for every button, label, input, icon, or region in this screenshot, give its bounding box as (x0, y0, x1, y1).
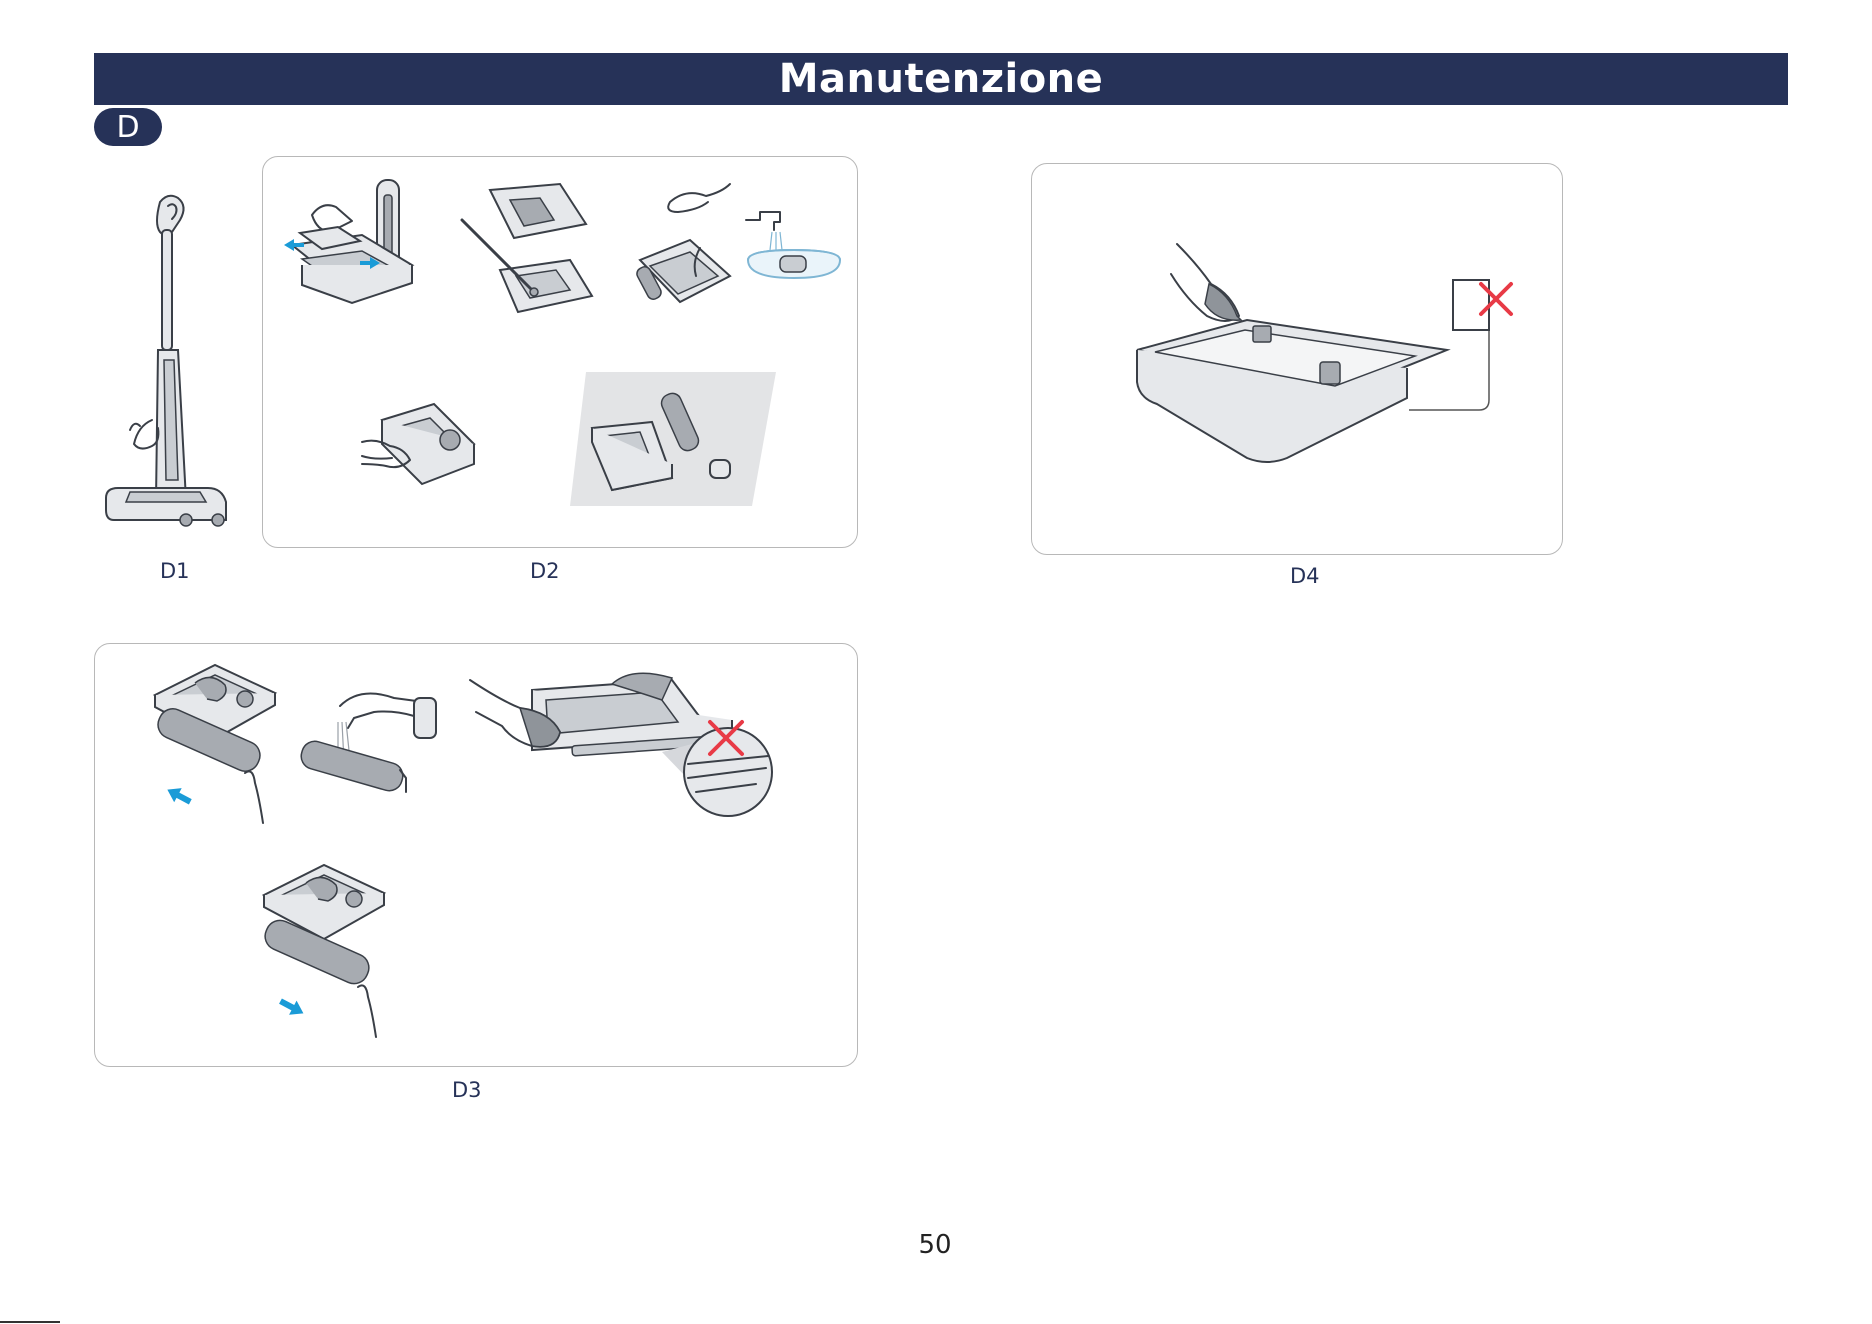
figure-label-d4: D4 (1290, 564, 1320, 588)
d3-step1-illustration (145, 655, 275, 825)
d4-illustration (1125, 240, 1525, 460)
figure-label-d3: D3 (452, 1078, 482, 1102)
d2-step1-illustration (282, 175, 432, 315)
figure-label-d1: D1 (160, 559, 190, 583)
d2-step5-illustration (570, 372, 770, 507)
d1-illustration (110, 190, 240, 540)
d3-step4-illustration (262, 855, 402, 1035)
d2-step3-illustration (630, 180, 830, 320)
page-title: Manutenzione (779, 56, 1104, 102)
page-number: 50 (900, 1230, 970, 1260)
d3-step2-illustration (300, 688, 450, 798)
figure-label-d2: D2 (530, 559, 560, 583)
arrow-icon (164, 783, 194, 809)
d2-step2-illustration (460, 180, 600, 330)
d3-step3-illustration (462, 660, 792, 820)
footer-divider (0, 1321, 60, 1323)
section-badge: D (94, 108, 162, 146)
d2-step4-illustration (362, 400, 482, 510)
arrow-icon (277, 994, 307, 1020)
header-bar: Manutenzione (94, 53, 1788, 105)
